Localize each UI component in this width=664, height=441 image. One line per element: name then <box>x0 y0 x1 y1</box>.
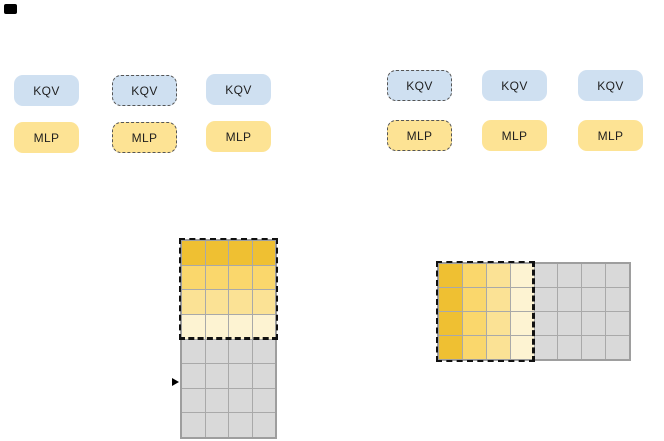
grid-cell <box>534 312 558 335</box>
grid-cell <box>558 312 582 335</box>
grid-cell <box>229 314 252 339</box>
grid-cell <box>582 264 606 287</box>
grid-cell <box>439 312 462 335</box>
grid-cell <box>582 336 606 359</box>
grid-cell <box>205 290 228 314</box>
grid-cell <box>182 265 205 290</box>
grid-cell <box>462 288 486 311</box>
grid-cell <box>582 312 606 335</box>
kqv-block-dashed: KQV <box>387 70 452 101</box>
grid-cell <box>252 339 275 364</box>
grid-cell <box>558 336 582 359</box>
grid-cell <box>229 265 252 290</box>
grid-cell <box>205 339 228 364</box>
mlp-block: MLP <box>14 122 79 153</box>
grid-cell <box>205 241 228 265</box>
grid-cell <box>606 312 629 335</box>
weight-grid-rows <box>180 239 277 439</box>
grid-pointer-tick <box>172 378 179 386</box>
grid-cell <box>534 336 558 359</box>
grid-cell <box>229 364 252 388</box>
grid-cell <box>462 264 486 287</box>
grid-cell <box>205 413 228 437</box>
grid-cell <box>534 264 558 287</box>
grid-cell <box>486 336 510 359</box>
grid-cell <box>252 314 275 339</box>
mlp-block-dashed: MLP <box>387 120 452 151</box>
grid-cell <box>510 264 534 287</box>
grid-cell <box>510 312 534 335</box>
grid-cell <box>486 288 510 311</box>
grid-cell <box>252 388 275 413</box>
kqv-block: KQV <box>482 70 547 101</box>
grid-cell <box>252 265 275 290</box>
grid-cell <box>510 288 534 311</box>
grid-cell <box>558 288 582 311</box>
grid-cell <box>182 364 205 388</box>
mlp-block: MLP <box>482 120 547 151</box>
grid-cell <box>229 241 252 265</box>
grid-cell <box>182 314 205 339</box>
cropped-text-fragment <box>4 4 17 14</box>
grid-cell <box>534 288 558 311</box>
mlp-block-dashed: MLP <box>112 122 177 153</box>
grid-cell <box>182 241 205 265</box>
grid-cell <box>462 312 486 335</box>
grid-cell <box>252 290 275 314</box>
grid-cell <box>558 264 582 287</box>
grid-cell <box>606 336 629 359</box>
mlp-block: MLP <box>578 120 643 151</box>
grid-cell <box>582 288 606 311</box>
kqv-block: KQV <box>206 74 271 105</box>
grid-cell <box>229 290 252 314</box>
weight-grid-cols <box>437 262 631 361</box>
kqv-block: KQV <box>578 70 643 101</box>
grid-cell <box>205 364 228 388</box>
kqv-block: KQV <box>14 75 79 106</box>
grid-cell <box>205 314 228 339</box>
grid-cell <box>229 388 252 413</box>
grid-cell <box>182 290 205 314</box>
grid-cell <box>606 264 629 287</box>
grid-cell <box>439 336 462 359</box>
grid-cell <box>486 312 510 335</box>
grid-cell <box>462 336 486 359</box>
kqv-block-dashed: KQV <box>112 75 177 106</box>
grid-cell <box>205 388 228 413</box>
grid-cell <box>439 288 462 311</box>
grid-cell <box>486 264 510 287</box>
grid-cell <box>182 339 205 364</box>
grid-cell <box>182 413 205 437</box>
grid-cell <box>439 264 462 287</box>
grid-cell <box>252 241 275 265</box>
grid-cell <box>606 288 629 311</box>
grid-cell <box>229 413 252 437</box>
grid-cell <box>252 364 275 388</box>
mlp-block: MLP <box>206 121 271 152</box>
grid-cell <box>182 388 205 413</box>
grid-cell <box>229 339 252 364</box>
grid-cell <box>205 265 228 290</box>
grid-cell <box>252 413 275 437</box>
grid-cell <box>510 336 534 359</box>
